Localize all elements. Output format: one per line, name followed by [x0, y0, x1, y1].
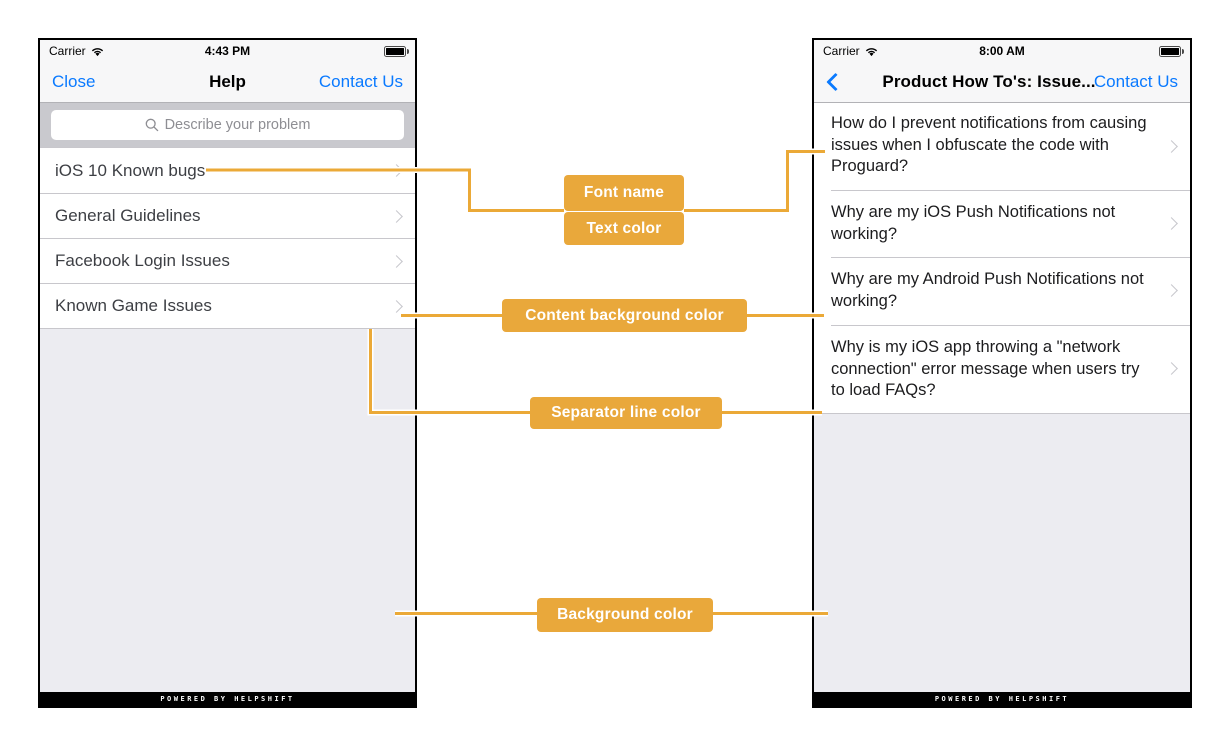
status-time: 4:43 PM: [204, 44, 251, 58]
list-item-label: General Guidelines: [55, 206, 201, 225]
list-item-label: iOS 10 Known bugs: [55, 160, 206, 180]
chevron-right-icon: [1165, 216, 1178, 230]
faq-section-list: iOS 10 Known bugs General Guidelines Fac…: [40, 147, 415, 329]
annotation-badge-font-name: Font name: [564, 175, 684, 211]
chevron-right-icon: [1165, 362, 1178, 375]
chevron-right-icon: [390, 299, 403, 313]
carrier-group: Carrier: [823, 44, 879, 58]
right-phone-mockup: Carrier 8:00 AM Product How To's: Issue.…: [812, 38, 1192, 708]
close-button[interactable]: Close: [52, 72, 96, 91]
battery-icon: [384, 45, 409, 57]
chevron-right-icon: [390, 254, 403, 268]
faq-item[interactable]: Why is my iOS app throwing a "network co…: [814, 325, 1190, 413]
status-bar: Carrier 8:00 AM: [814, 40, 1190, 62]
annotation-badge-content-background-color: Content background color: [502, 299, 747, 332]
faq-item-label: Why are my Android Push Notifications no…: [831, 270, 1144, 310]
list-item-label: Known Game Issues: [55, 296, 212, 315]
battery-icon: [1159, 45, 1184, 57]
chevron-right-icon: [1165, 284, 1178, 297]
chevron-right-icon: [1165, 139, 1178, 153]
screen-background: [814, 414, 1190, 692]
faq-item-label: Why are my iOS Push Notifications not wo…: [831, 203, 1116, 243]
powered-by-helpshift-bar: POWERED BY HELPSHIFT: [814, 692, 1190, 706]
wifi-icon: [865, 47, 877, 56]
nav-title: Product How To's: Issue...: [882, 72, 1096, 91]
nav-bar: Close Help Contact Us: [40, 62, 415, 103]
carrier-label: Carrier: [823, 44, 860, 58]
faq-question-list: How do I prevent notifications from caus…: [814, 103, 1190, 414]
list-item[interactable]: General Guidelines: [40, 193, 415, 238]
list-item[interactable]: Known Game Issues: [40, 283, 415, 328]
annotation-badge-text-color: Text color: [564, 212, 684, 245]
search-placeholder: Describe your problem: [164, 117, 311, 133]
left-phone-mockup: Carrier 4:43 PM Close Help Contact Us: [38, 38, 417, 708]
list-item-label: Facebook Login Issues: [55, 251, 230, 270]
status-bar: Carrier 4:43 PM: [40, 40, 415, 62]
back-chevron-icon[interactable]: [826, 72, 845, 92]
faq-item[interactable]: Why are my Android Push Notifications no…: [814, 257, 1190, 325]
contact-us-button[interactable]: Contact Us: [1093, 72, 1178, 91]
contact-us-button[interactable]: Contact Us: [318, 72, 403, 91]
powered-by-helpshift-bar: POWERED BY HELPSHIFT: [40, 692, 415, 706]
list-item[interactable]: Facebook Login Issues: [40, 238, 415, 283]
carrier-group: Carrier: [49, 44, 105, 58]
faq-item[interactable]: Why are my iOS Push Notifications not wo…: [814, 190, 1190, 257]
status-time: 8:00 AM: [979, 44, 1025, 58]
search-input[interactable]: Describe your problem: [51, 110, 404, 140]
search-section: Describe your problem: [40, 103, 415, 147]
wifi-icon: [91, 47, 103, 56]
faq-item[interactable]: How do I prevent notifications from caus…: [814, 103, 1190, 190]
screen-background: [40, 329, 415, 692]
nav-bar: Product How To's: Issue... Contact Us: [814, 62, 1190, 103]
chevron-right-icon: [390, 209, 403, 223]
chevron-right-icon: [390, 164, 403, 177]
carrier-label: Carrier: [49, 44, 86, 58]
nav-title: Help: [209, 72, 246, 91]
annotation-badge-separator-line-color: Separator line color: [530, 397, 722, 429]
list-item[interactable]: iOS 10 Known bugs: [40, 148, 415, 193]
search-icon: [145, 118, 158, 132]
faq-item-label: Why is my iOS app throwing a "network co…: [831, 338, 1140, 399]
annotation-badge-background-color: Background color: [537, 598, 713, 632]
faq-item-label: How do I prevent notifications from caus…: [831, 114, 1147, 175]
